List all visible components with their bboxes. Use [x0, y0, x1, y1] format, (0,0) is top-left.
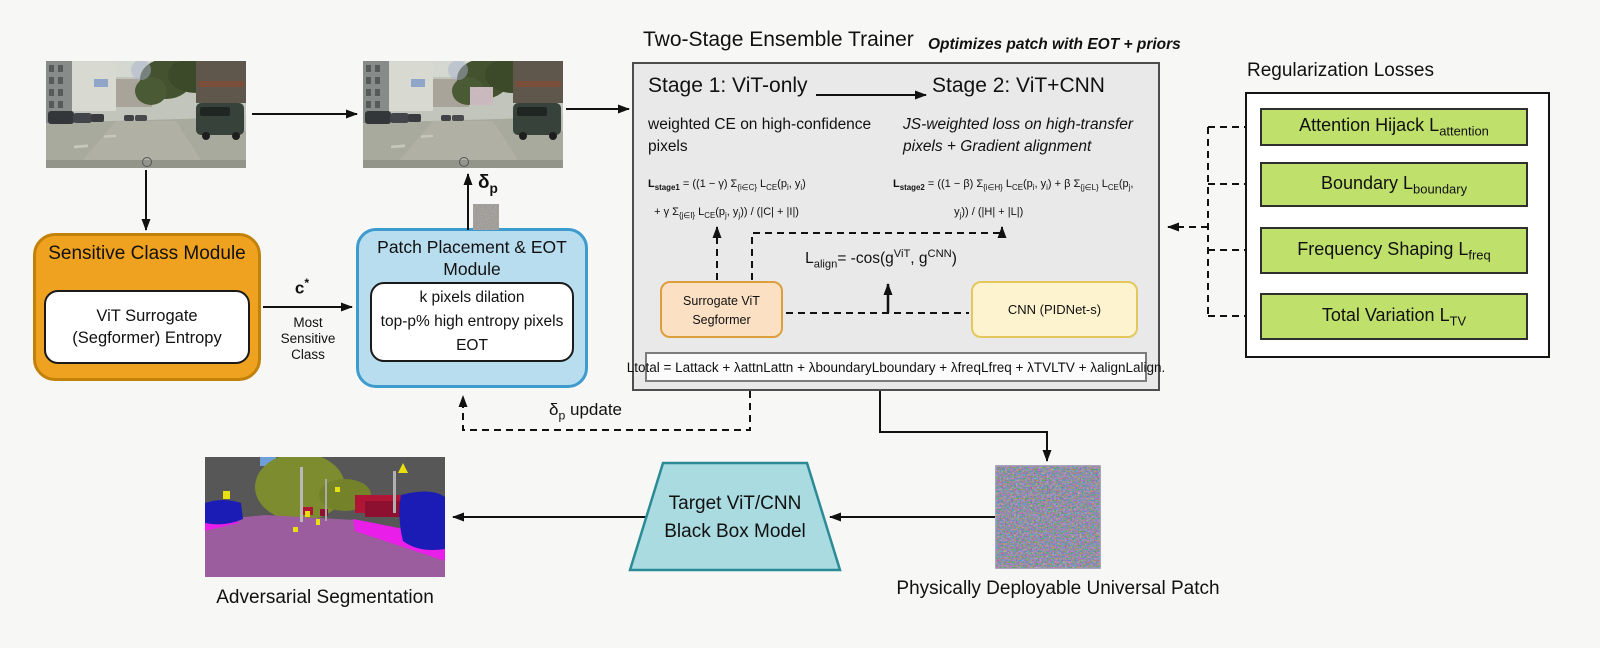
reg-box-boundary: Boundary Lboundary [1260, 162, 1528, 207]
target-model-line1: Target ViT/CNN [668, 493, 802, 514]
patch-caption: Physically Deployable Universal Patch [896, 578, 1220, 599]
reg-box-attention-label: Attention Hijack Lattention [1299, 115, 1489, 139]
dashed-deltap-update [458, 391, 751, 431]
deltap-update-label: δp update [549, 400, 623, 423]
deltap-noise-square [473, 204, 499, 230]
vit-surrogate-entropy-box: ViT Surrogate (Segformer) Entropy [44, 290, 250, 364]
patch-on-image [470, 87, 493, 105]
reg-box-frequency-label: Frequency Shaping Lfreq [1297, 238, 1491, 263]
patch-params-box: k pixels dilation top-p% high entropy pi… [370, 282, 574, 362]
target-model-line2: Black Box Model [664, 520, 806, 542]
sensitive-module-title: Sensitive Class Module [48, 243, 246, 264]
universal-patch-image [995, 465, 1101, 569]
reg-box-frequency: Frequency Shaping Lfreq [1260, 227, 1528, 274]
patched-street-image [363, 61, 563, 168]
stage2-formula: Lstage2 = ((1 − β) Σ{i∈H} LCE(pi, yi) + … [893, 178, 1134, 221]
reg-box-boundary-label: Boundary Lboundary [1320, 172, 1468, 197]
patch-module-title: Patch Placement & EOT Module [377, 237, 567, 279]
stage2-desc: JS-weighted loss on high-transfer pixels… [903, 116, 1134, 156]
total-loss-bar: Ltotal = Lattack + λattnLattn + λboundar… [627, 352, 1165, 382]
trainer-title: Two-Stage Ensemble Trainer [643, 28, 914, 51]
stage1-heading: Stage 1: ViT-only [648, 74, 808, 97]
trainer-subtitle: Optimizes patch with EOT + priors [928, 36, 1181, 53]
surrogate-vit-box: Surrogate ViT Segformer [660, 281, 783, 338]
stage2-heading: Stage 2: ViT+CNN [932, 74, 1105, 97]
surrogate-vit-line1: Surrogate ViT [683, 293, 760, 308]
vit-surrogate-entropy-label: ViT Surrogate (Segformer) Entropy [72, 306, 222, 347]
align-formula: Lalign= -cos(gViT, gCNN) [805, 248, 957, 271]
total-loss-formula: Ltotal = Lattack + λattnLattn + λboundar… [626, 359, 1166, 375]
adversarial-segmentation-image [205, 457, 445, 577]
segmentation-caption: Adversarial Segmentation [216, 587, 434, 608]
reg-box-tv-label: Total Variation LTV [1321, 304, 1467, 329]
stage1-desc: weighted CE on high-confidence pixels [648, 116, 872, 156]
cnn-label: CNN (PIDNet-s) [1007, 302, 1102, 317]
patch-params-line2: top-p% high entropy pixels [380, 312, 564, 330]
reg-box-tv: Total Variation LTV [1260, 293, 1528, 340]
patch-params-line3: EOT [456, 337, 488, 354]
target-model-label: Target ViT/CNN Black Box Model [650, 490, 820, 545]
regularization-title: Regularization Losses [1247, 60, 1434, 81]
cstar-label: c* [294, 276, 310, 298]
surrogate-vit-line2: Segformer [692, 313, 751, 327]
stage1-formula: Lstage1 = ((1 − γ) Σ{i∈C} LCE(pi, yi) + … [648, 178, 806, 221]
dashed-surrogate-to-stage2 [751, 226, 1007, 280]
patch-params-line1: k pixels dilation [419, 288, 525, 306]
deltap-label: δp [478, 172, 498, 196]
arrow-trainer-to-patch [879, 391, 1052, 462]
cnn-box: CNN (PIDNet-s) [971, 281, 1138, 338]
target-model-trapezoid [628, 461, 842, 572]
reg-box-attention: Attention Hijack Lattention [1260, 108, 1528, 146]
